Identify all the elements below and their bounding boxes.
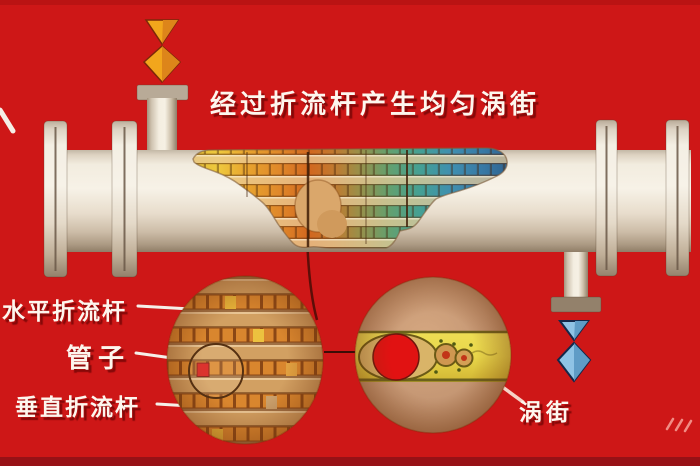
callout-tube: 管子 (66, 344, 131, 374)
corner-slash-decoration (0, 107, 16, 134)
inner-zoom-circle (188, 343, 244, 399)
inlet-nozzle (136, 84, 189, 155)
callout-vortex-street: 涡街 (519, 400, 573, 426)
shell-flanges (43, 119, 690, 278)
top-edge-band (0, 0, 700, 5)
outlet-nozzle (550, 249, 602, 313)
outlet-flow-arrow-icon (556, 320, 592, 383)
cutaway-tube-bundle (192, 147, 508, 249)
diagram-title: 经过折流杆产生均匀涡街 (210, 90, 541, 120)
detail-circle-tube-bundle (166, 275, 324, 445)
watermark-strokes (665, 417, 693, 433)
inlet-flow-arrow-icon (142, 19, 182, 84)
bottom-edge-band (0, 457, 700, 466)
bundle-highlight-blob-small (317, 210, 347, 238)
detail-circle-vortex-street (354, 276, 512, 434)
callout-horizontal-baffle-rod: 水平折流杆 (2, 299, 127, 325)
callout-vertical-baffle-rod: 垂直折流杆 (15, 395, 140, 421)
